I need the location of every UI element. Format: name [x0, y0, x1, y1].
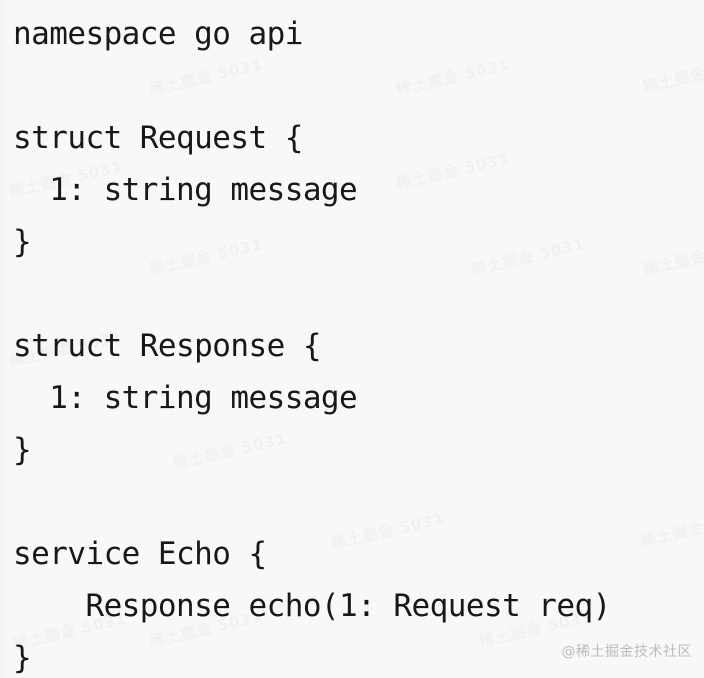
- site-credit-watermark: @稀土掘金技术社区: [561, 644, 692, 660]
- code-line: struct Request {: [13, 120, 303, 156]
- code-line: }: [13, 224, 32, 260]
- code-line: [13, 476, 611, 528]
- code-line: [13, 268, 611, 320]
- code-line: struct Response {: [13, 328, 321, 364]
- watermark-tile: 稀土掘金 5031: [641, 235, 704, 279]
- code-line: Response echo(1: Request req): [13, 588, 611, 624]
- thrift-code-block: namespace go api struct Request { 1: str…: [13, 16, 611, 676]
- code-line: namespace go api: [13, 16, 303, 52]
- code-line: }: [13, 640, 32, 676]
- code-line: service Echo {: [13, 536, 267, 572]
- code-line: 1: string message: [13, 172, 358, 208]
- code-line: 1: string message: [13, 380, 358, 416]
- watermark-tile: 稀土掘金 50: [639, 512, 704, 551]
- watermark-tile: 稀土掘金 50: [641, 58, 704, 97]
- code-line: [13, 60, 611, 112]
- code-line: }: [13, 432, 32, 468]
